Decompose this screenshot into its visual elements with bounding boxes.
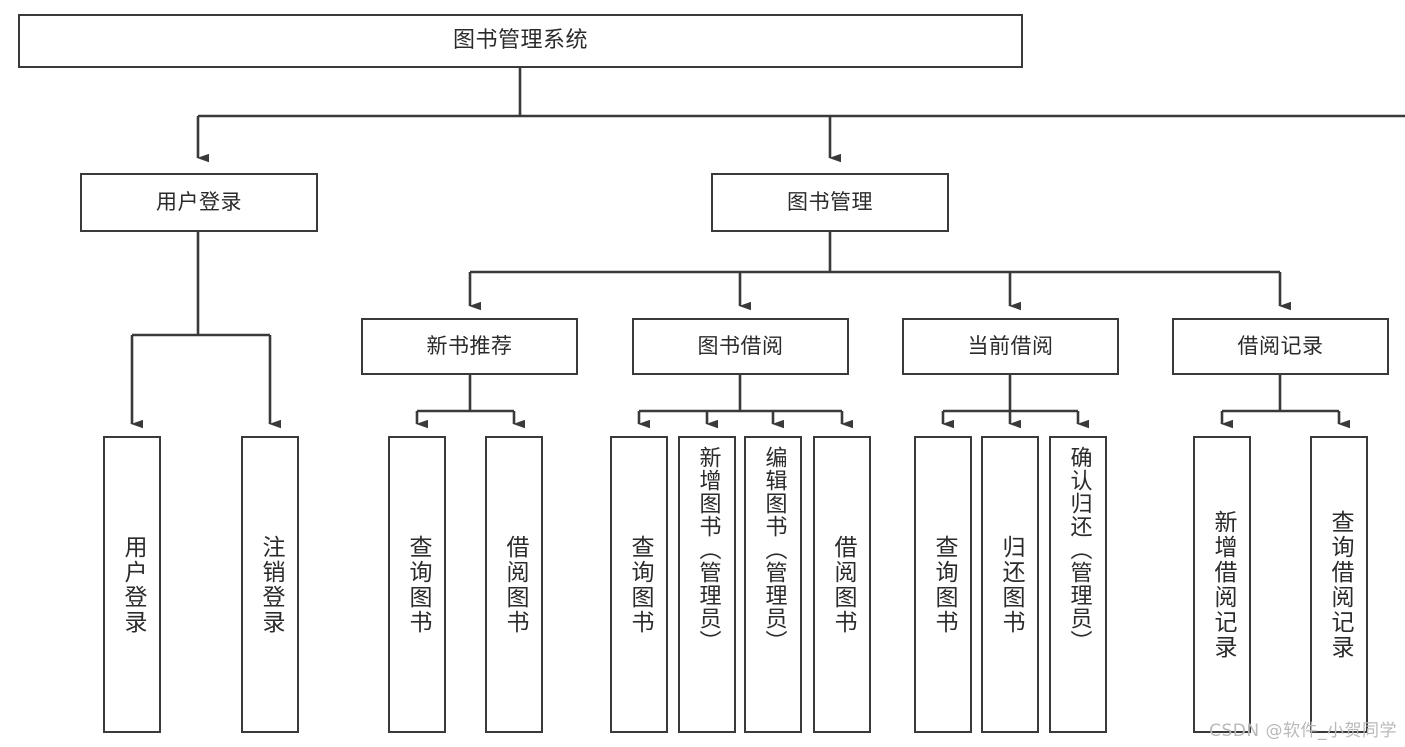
leaf-query-book-current[interactable]: 查询图书 (914, 436, 972, 733)
node-label: 借阅图书 (829, 534, 856, 635)
node-label: 注销登录 (257, 534, 284, 635)
leaf-borrow-book[interactable]: 借阅图书 (813, 436, 871, 733)
leaf-return-book[interactable]: 归还图书 (981, 436, 1039, 733)
leaf-query-book[interactable]: 查询图书 (610, 436, 668, 733)
node-label: 编辑图书（管理员） (761, 446, 787, 653)
node-borrow-record[interactable]: 借阅记录 (1172, 318, 1389, 375)
node-user-login[interactable]: 用户登录 (80, 173, 318, 232)
node-label: 新增图书（管理员） (695, 446, 721, 653)
node-current-borrow[interactable]: 当前借阅 (902, 318, 1119, 375)
leaf-add-borrow-record[interactable]: 新增借阅记录 (1193, 436, 1251, 733)
leaf-query-book-new[interactable]: 查询图书 (388, 436, 446, 733)
leaf-user-login[interactable]: 用户登录 (103, 436, 161, 733)
node-label: 图书管理 (787, 190, 873, 214)
leaf-confirm-return-admin[interactable]: 确认归还（管理员） (1049, 436, 1107, 733)
leaf-add-book-admin[interactable]: 新增图书（管理员） (678, 436, 736, 733)
node-label: 新书推荐 (426, 334, 513, 358)
node-label: 借阅图书 (501, 534, 528, 635)
leaf-edit-book-admin[interactable]: 编辑图书（管理员） (744, 436, 802, 733)
node-label: 查询借阅记录 (1326, 509, 1353, 660)
node-label: 借阅记录 (1237, 334, 1324, 358)
leaf-query-borrow-record[interactable]: 查询借阅记录 (1310, 436, 1368, 733)
node-label: 图书借阅 (697, 334, 784, 358)
node-label: 新增借阅记录 (1209, 509, 1236, 660)
node-book-management[interactable]: 图书管理 (711, 173, 949, 232)
node-new-book-recommend[interactable]: 新书推荐 (361, 318, 578, 375)
node-label: 当前借阅 (967, 334, 1054, 358)
node-label: 查询图书 (930, 534, 957, 635)
node-label: 确认归还（管理员） (1066, 446, 1092, 653)
node-label: 归还图书 (997, 534, 1024, 635)
watermark-text: CSDN @软件_小贺同学 (1209, 721, 1397, 741)
node-label: 图书管理系统 (452, 28, 588, 53)
node-root-book-management-system[interactable]: 图书管理系统 (18, 14, 1023, 68)
node-label: 查询图书 (404, 534, 431, 635)
leaf-borrow-book-new[interactable]: 借阅图书 (485, 436, 543, 733)
node-label: 查询图书 (626, 534, 653, 635)
leaf-logout[interactable]: 注销登录 (241, 436, 299, 733)
node-label: 用户登录 (156, 190, 242, 214)
node-book-borrow[interactable]: 图书借阅 (632, 318, 849, 375)
node-label: 用户登录 (119, 534, 146, 635)
